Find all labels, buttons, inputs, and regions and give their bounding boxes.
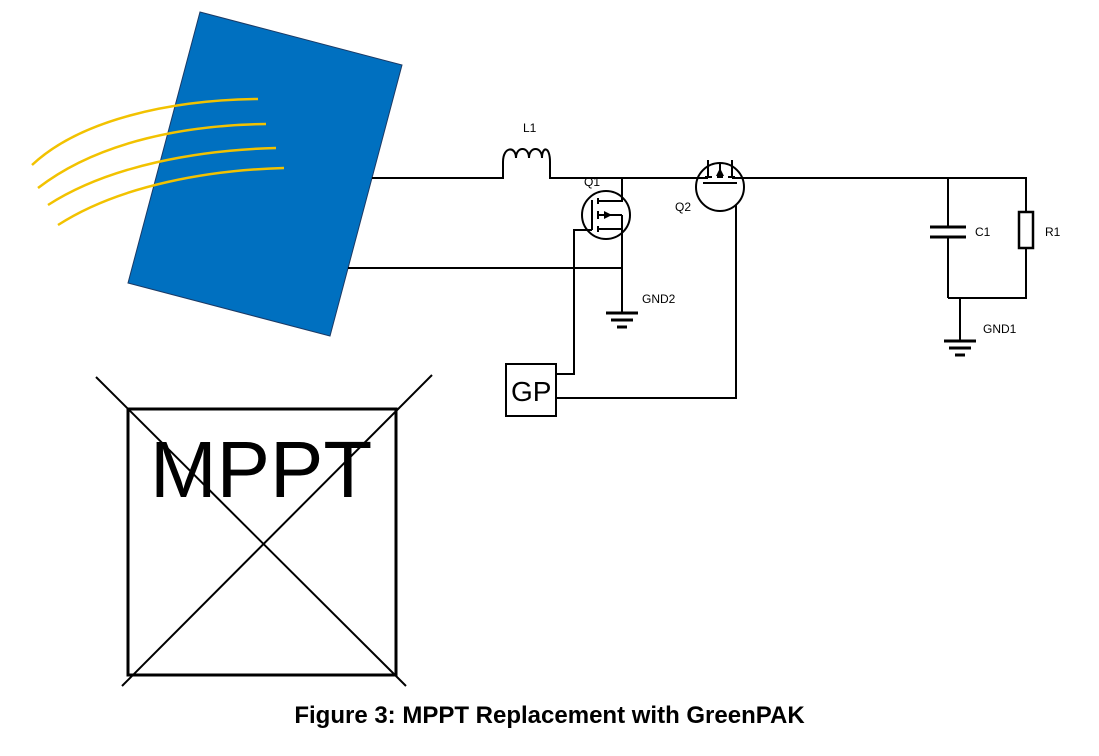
q1-label: Q1 <box>584 175 600 189</box>
gnd2-symbol <box>606 311 638 329</box>
inductor-label: L1 <box>523 121 537 135</box>
mppt-cross-line-1 <box>95 376 407 687</box>
wire-q1-gate <box>556 229 592 375</box>
mppt-box <box>126 407 398 677</box>
wire-output-rail <box>745 177 1027 212</box>
figure-caption: Figure 3: MPPT Replacement with GreenPAK <box>294 702 805 729</box>
q2-arrow <box>716 168 724 176</box>
q2-label: Q2 <box>675 200 691 214</box>
greenpak-block <box>505 363 557 417</box>
greenpak-label: GP <box>511 376 551 407</box>
mppt-label: MPPT <box>150 425 372 514</box>
solar-panel <box>127 11 403 337</box>
capacitor-label: C1 <box>975 225 991 239</box>
gnd1-symbol <box>944 339 976 357</box>
inductor-l1 <box>502 148 551 163</box>
resistor-r1 <box>1017 210 1035 250</box>
wire-resistor-bottom <box>948 248 1027 299</box>
mppt-cross-line-2 <box>121 374 433 687</box>
resistor-label: R1 <box>1045 225 1061 239</box>
capacitor-c1 <box>930 225 966 239</box>
wire-inductor-out <box>549 162 698 179</box>
sun-rays <box>31 97 285 227</box>
wire-q2-gate <box>556 205 737 399</box>
gnd1-label: GND1 <box>983 322 1017 336</box>
gnd2-label: GND2 <box>642 292 676 306</box>
wire-panel-top <box>372 162 504 179</box>
q1-arrow <box>604 211 612 219</box>
